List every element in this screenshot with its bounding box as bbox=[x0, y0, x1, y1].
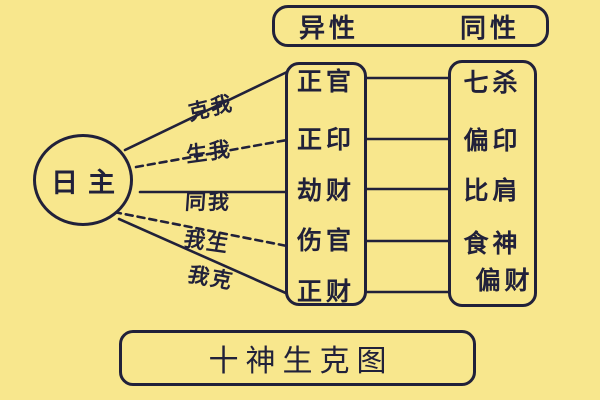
opposite-polarity-column: 正官 正印 劫财 伤官 正财 bbox=[285, 62, 367, 306]
polarity-header-box: 异性 同性 bbox=[272, 5, 549, 47]
line-controls-me bbox=[123, 70, 289, 152]
column-item-hurting-officer: 伤官 bbox=[296, 226, 355, 255]
day-master-circle: 日主 bbox=[33, 134, 133, 226]
diagram-title: 十神生克图 bbox=[208, 344, 394, 379]
opposite-polarity-header: 异性 bbox=[299, 13, 360, 44]
column-item-direct-wealth: 正财 bbox=[296, 277, 355, 306]
column-item-indirect-seal: 偏印 bbox=[463, 126, 522, 155]
line-generates-me bbox=[134, 138, 289, 169]
line-i-control bbox=[117, 217, 290, 296]
diagram-title-box: 十神生克图 bbox=[119, 330, 476, 386]
column-item-seven-killings: 七杀 bbox=[463, 68, 522, 97]
column-item-direct-seal: 正印 bbox=[296, 125, 355, 154]
day-master-label: 日主 bbox=[51, 167, 125, 199]
line-i-generate bbox=[112, 210, 289, 248]
column-item-direct-officer: 正官 bbox=[296, 67, 355, 96]
column-item-eating-god: 食神 bbox=[463, 229, 522, 258]
column-item-friend: 比肩 bbox=[463, 176, 522, 205]
column-item-indirect-wealth: 偏财 bbox=[475, 266, 534, 295]
same-polarity-header: 同性 bbox=[459, 13, 520, 44]
same-polarity-column: 七杀 偏印 比肩 食神 偏财 bbox=[448, 60, 537, 307]
relation-label-same-as-me: 同我 bbox=[184, 189, 232, 214]
column-item-rob-wealth: 劫财 bbox=[296, 176, 355, 205]
